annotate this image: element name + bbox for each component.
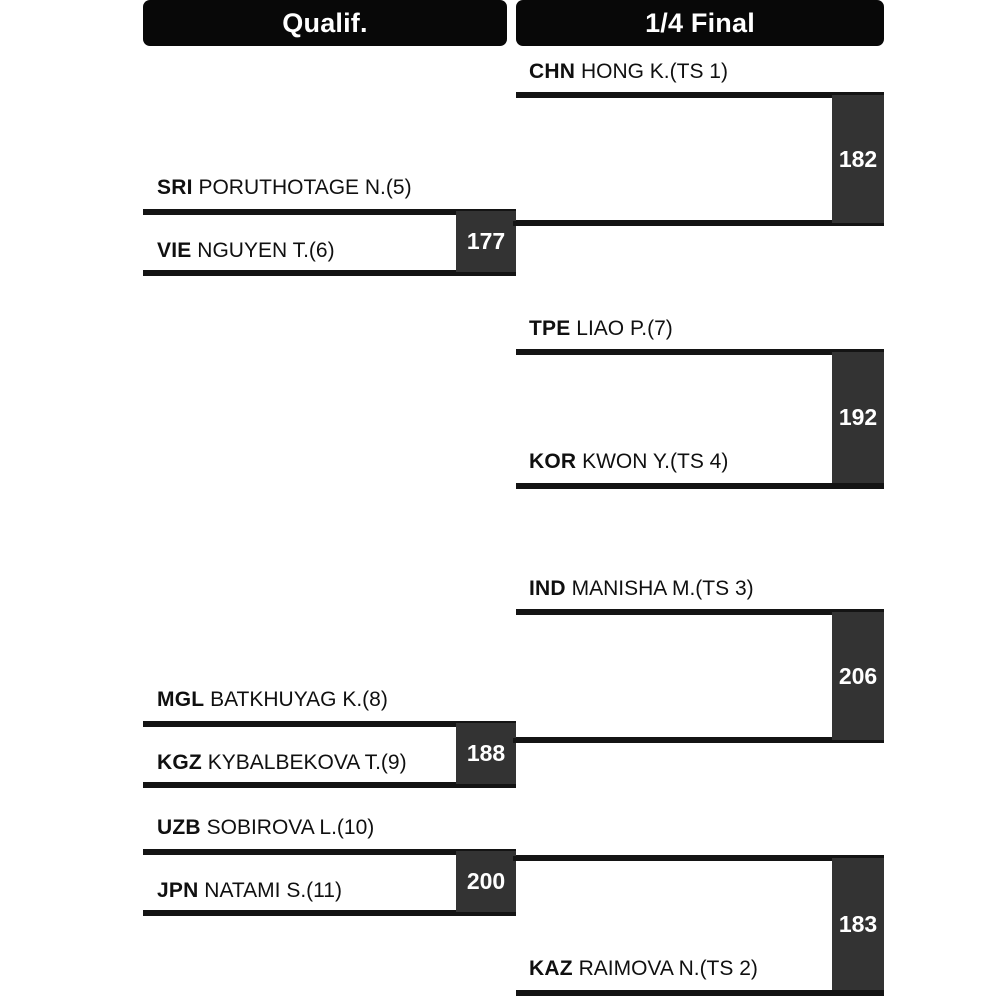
qualif-match-2-score-value: 188 [466,740,506,766]
round-header-quarterfinal: 1/4 Final [516,0,884,46]
qualif-match-1-top-rail [143,209,516,215]
qf-match-4-score-value: 183 [838,910,878,937]
qf-match-2-score-value: 192 [838,404,878,430]
qualif-match-2-bottom-competitor: KGZ KYBALBEKOVA T.(9) [157,751,407,775]
round-header-qualif: Qualif. [143,0,507,46]
qf-match-2-top-noc: TPE [529,317,571,340]
qf-match-3-top-noc: IND [529,577,566,600]
qualif-match-3-top-name: SOBIROVA L.(10) [200,816,375,839]
qualif-match-1-score: 177 [456,211,516,272]
qualif-match-3-bottom-competitor: JPN NATAMI S.(11) [157,879,342,903]
qf-match-1-score-value: 182 [838,145,878,172]
qualif-match-3-top-rail [143,849,516,855]
qf-match-3-top-competitor: IND MANISHA M.(TS 3) [529,577,754,601]
qualif-match-3-bottom-rail [143,910,516,916]
qf-match-1-top-rail [516,92,884,98]
qf-match-1-top-competitor: CHN HONG K.(TS 1) [529,60,728,84]
qualif-match-2-advance-connector [513,738,533,743]
qf-match-2-top-name: LIAO P.(7) [570,317,673,340]
round-header-quarterfinal-label: 1/4 Final [645,7,755,38]
qualif-match-3-score-value: 200 [466,868,506,894]
qf-match-2-top-rail [516,349,884,355]
qf-match-2-bottom-competitor: KOR KWON Y.(TS 4) [529,450,728,474]
qf-match-3-top-name: MANISHA M.(TS 3) [565,577,754,600]
qualif-match-1-bottom-name: NGUYEN T.(6) [191,239,335,262]
qf-match-2-top-competitor: TPE LIAO P.(7) [529,317,673,341]
qualif-match-3-top-noc: UZB [157,816,201,839]
qualif-match-1-bottom-noc: VIE [157,239,192,262]
qualif-match-1-top-noc: SRI [157,176,193,199]
qf-match-1-top-name: HONG K.(TS 1) [575,60,728,83]
qf-match-4-score: 183 [832,858,884,990]
qualif-match-2-top-competitor: MGL BATKHUYAG K.(8) [157,688,388,712]
qf-match-2-score: 192 [832,352,884,483]
qualif-match-3-bottom-noc: JPN [157,879,199,902]
qualif-match-1-top-name: PORUTHOTAGE N.(5) [192,176,412,199]
qf-match-2-bottom-rail [516,483,884,489]
qf-match-3-bottom-rail [516,737,884,743]
qualif-match-2-bottom-noc: KGZ [157,751,202,774]
qf-match-4-bottom-competitor: KAZ RAIMOVA N.(TS 2) [529,957,758,981]
qualif-match-2-top-noc: MGL [157,688,205,711]
qf-match-2-bottom-name: KWON Y.(TS 4) [576,450,729,473]
qualif-match-2-top-name: BATKHUYAG K.(8) [204,688,388,711]
qf-match-3-top-rail [516,609,884,615]
qualif-match-2-score: 188 [456,723,516,784]
qf-match-2-bottom-noc: KOR [529,450,577,473]
qualif-match-1-top-competitor: SRI PORUTHOTAGE N.(5) [157,176,412,200]
qf-match-1-score: 182 [832,95,884,223]
qualif-match-3-bottom-name: NATAMI S.(11) [198,879,342,902]
qf-match-1-top-noc: CHN [529,60,576,83]
qualif-match-1-score-value: 177 [466,228,506,254]
qf-match-1-bottom-rail [516,220,884,226]
qualif-match-2-bottom-rail [143,782,516,788]
qf-match-4-bottom-rail [516,990,884,996]
qf-match-3-score: 206 [832,612,884,740]
qualif-match-1-bottom-competitor: VIE NGUYEN T.(6) [157,239,335,263]
qualif-match-1-advance-connector [513,221,533,226]
qualif-match-3-score: 200 [456,851,516,912]
qf-match-4-bottom-noc: KAZ [529,957,573,980]
round-header-qualif-label: Qualif. [282,7,368,38]
qualif-match-1-bottom-rail [143,270,516,276]
qf-match-3-score-value: 206 [838,662,878,689]
qualif-match-2-top-rail [143,721,516,727]
qf-match-4-top-rail [516,855,884,861]
qualif-match-3-top-competitor: UZB SOBIROVA L.(10) [157,816,374,840]
qualif-match-2-bottom-name: KYBALBEKOVA T.(9) [201,751,407,774]
qf-match-4-bottom-name: RAIMOVA N.(TS 2) [572,957,758,980]
